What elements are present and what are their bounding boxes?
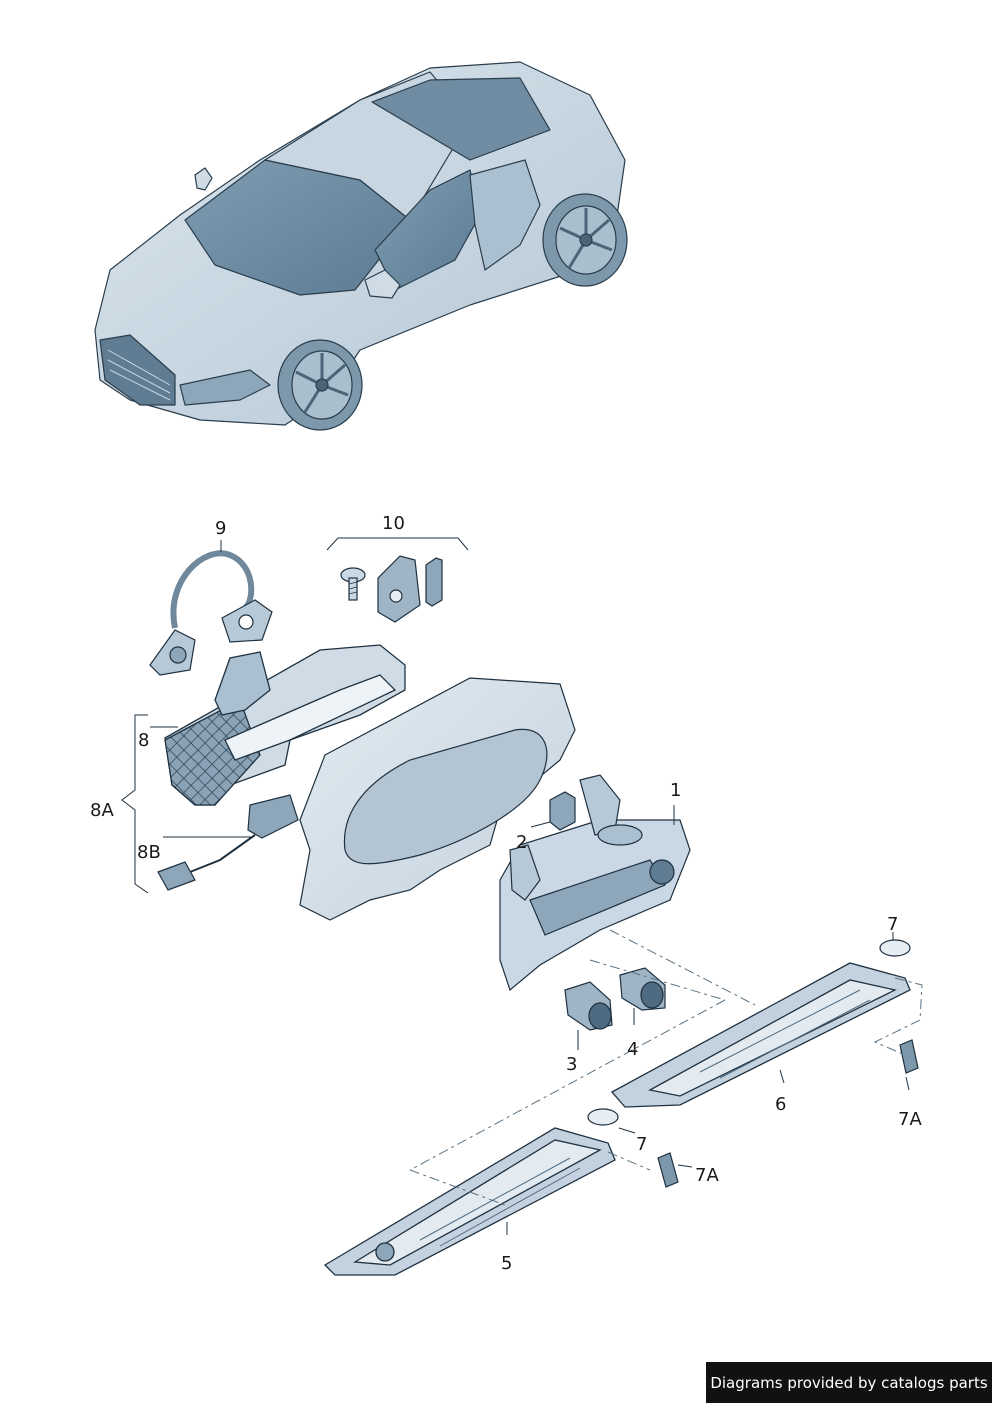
part-7A-pad-lower [657, 1152, 679, 1188]
part-7-cap-lower [587, 1108, 619, 1126]
part-2-clip [549, 791, 576, 831]
callout-1: 1 [670, 780, 682, 801]
callout-6: 6 [775, 1094, 787, 1115]
part-3-lock-cylinder [564, 981, 613, 1031]
footer-credit: Diagrams provided by catalogs parts [706, 1362, 992, 1403]
car-headlight [179, 369, 271, 406]
callout-7A-lower: 7A [695, 1165, 719, 1186]
car-rear-wheel [542, 193, 628, 287]
callout-5: 5 [501, 1253, 513, 1274]
car-front-wheel [277, 339, 363, 431]
car-mirror [364, 269, 401, 299]
car-illustration [94, 61, 628, 431]
callout-8: 8 [138, 730, 150, 751]
dashed-alignment-lines [409, 929, 923, 1206]
car-side-intake [469, 159, 541, 271]
part-6-trim-strip [610, 962, 911, 1108]
callout-3: 3 [566, 1054, 578, 1075]
part-4-lock-cylinder [619, 967, 666, 1011]
callout-8B: 8B [137, 842, 161, 863]
door-panel [299, 677, 576, 921]
part-8B-wiring [157, 794, 299, 891]
callout-7-upper: 7 [887, 914, 899, 935]
part-5-trim-strip [323, 1127, 616, 1276]
callout-7A-upper: 7A [898, 1109, 922, 1130]
car-antenna [194, 167, 213, 191]
part-8-outer-handle [164, 644, 406, 806]
part-9-cable [149, 550, 273, 676]
part-7A-pad-upper [899, 1039, 919, 1074]
callout-9: 9 [215, 518, 227, 539]
part-1-handle-carrier [499, 774, 691, 992]
callout-7-lower: 7 [636, 1134, 648, 1155]
callout-8A: 8A [90, 800, 114, 821]
car-grille [99, 334, 176, 406]
part-10-fasteners [340, 555, 443, 623]
leader-lines [121, 537, 910, 1235]
footer-credit-text: Diagrams provided by catalogs parts [710, 1373, 988, 1392]
part-7-cap-upper [879, 939, 911, 957]
callout-4: 4 [627, 1039, 639, 1060]
car-grille-bars [107, 349, 171, 401]
car-rear-window [371, 77, 551, 161]
callout-2: 2 [516, 832, 528, 853]
callout-10: 10 [382, 513, 405, 534]
